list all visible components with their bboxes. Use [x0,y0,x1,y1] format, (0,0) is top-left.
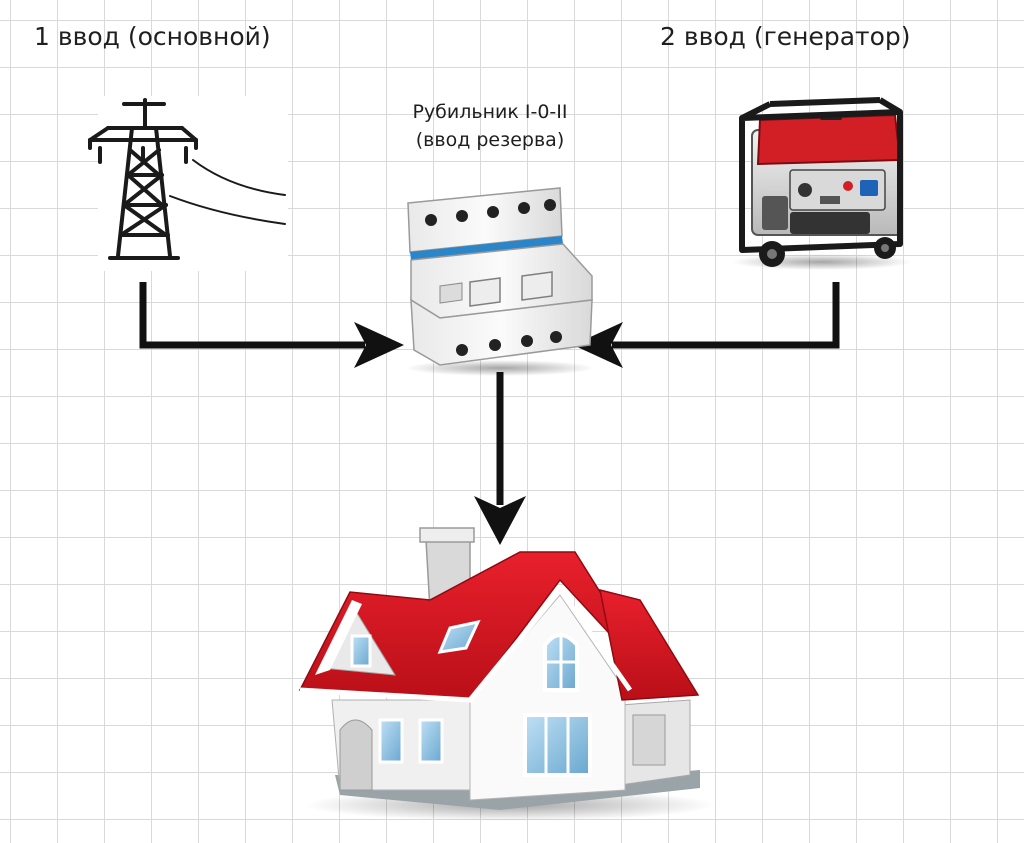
generator-icon [732,97,912,270]
arrow-head-left-input [354,322,404,368]
transfer-switch-label-line2: (ввод резерва) [415,129,565,151]
arrow-head-right-input [573,322,623,368]
house-icon [298,527,715,821]
edge-generator-to-switch [612,282,840,349]
edge-power-to-switch [139,282,365,349]
input-2-label: 2 ввод (генератор) [660,22,911,51]
transfer-switch-label-line1: Рубильник I-0-II [412,101,568,123]
input-1-label: 1 ввод (основной) [34,22,271,51]
transfer-switch-label: Рубильник I-0-II (ввод резерва) [380,98,600,154]
arrow-head-down [474,496,526,545]
power-line-tower-icon [88,96,288,271]
circuit-breaker-icon [405,187,595,376]
